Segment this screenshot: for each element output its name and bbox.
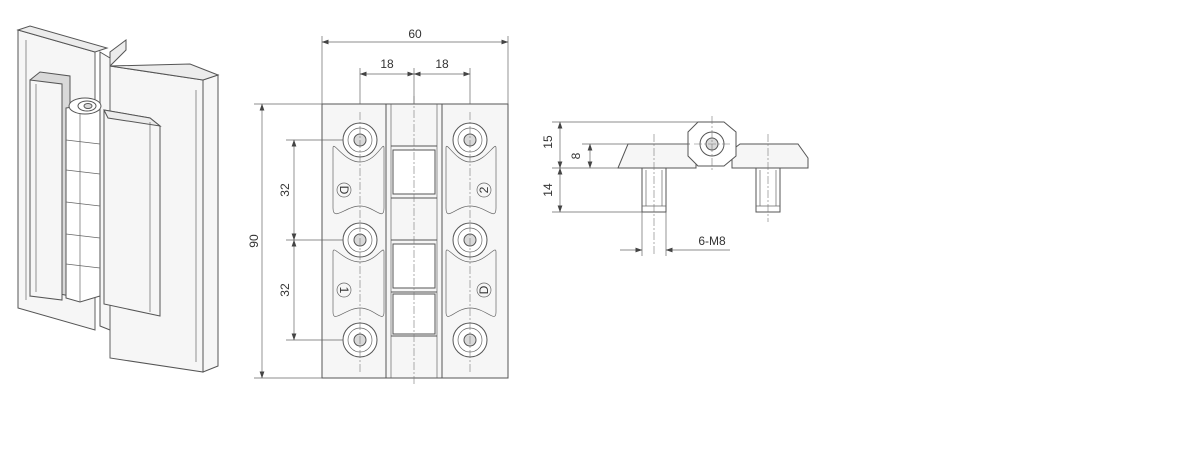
hinge-side-view: 15 8 14 6-M8: [541, 116, 809, 256]
mark-right-lower: D: [476, 282, 492, 298]
thread-callout: 6-M8: [620, 212, 730, 256]
dimension-overall-width: 60: [321, 27, 509, 104]
hinge-isometric-view: [16, 25, 220, 373]
dimension-height-upper: 15: [541, 121, 698, 169]
thread-callout-text: 6-M8: [698, 234, 726, 248]
mark-right-lower-text: D: [477, 285, 491, 294]
dimension-overall-width-text: 60: [408, 27, 422, 41]
dimension-offset-left-text: 18: [380, 57, 394, 71]
hinge-front-view: D 1 2 D 60 18 18: [247, 27, 509, 384]
dimension-knuckle-height: 8: [569, 143, 690, 169]
mark-left-lower: 1: [336, 282, 352, 298]
dimension-stud-length-text: 14: [541, 183, 555, 197]
dimension-height-upper-text: 15: [541, 135, 555, 149]
mark-right-upper: 2: [476, 182, 492, 198]
dimension-hole-pitch: 32 32: [278, 139, 343, 341]
mark-right-upper-text: 2: [477, 186, 491, 193]
dimension-stud-length: 14: [541, 167, 642, 213]
dimension-overall-height-text: 90: [247, 234, 261, 248]
dimension-hole-offsets: 18 18: [359, 57, 471, 104]
dimension-overall-height: 90: [247, 103, 322, 379]
dimension-knuckle-height-text: 8: [569, 152, 583, 159]
mark-left-lower-text: 1: [337, 287, 351, 294]
dimension-offset-right-text: 18: [435, 57, 449, 71]
mark-left-upper-text: D: [337, 186, 351, 195]
dimension-pitch-upper-text: 32: [278, 183, 292, 197]
mark-left-upper: D: [336, 182, 352, 198]
dimension-pitch-lower-text: 32: [278, 283, 292, 297]
